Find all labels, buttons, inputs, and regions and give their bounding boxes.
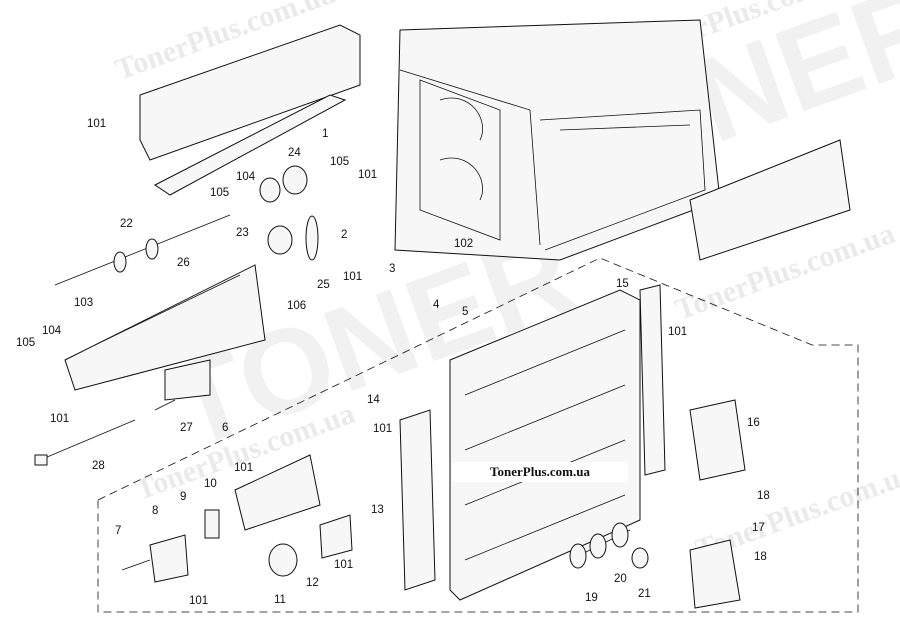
cable-28	[34, 419, 136, 466]
callout: 14	[367, 394, 380, 406]
callout: 103	[74, 297, 93, 309]
spring-7	[121, 559, 151, 571]
callout: 101	[50, 413, 69, 425]
callout: 105	[210, 187, 229, 199]
callout: 105	[16, 337, 35, 349]
callout-labels: 101 1 24 105 104 105 101 22 23 2 3 102 1…	[16, 118, 770, 607]
callout: 11	[274, 594, 286, 606]
callout: 22	[120, 218, 133, 230]
callout: 8	[152, 505, 158, 517]
bracket-17	[689, 539, 741, 609]
callout: 7	[115, 525, 121, 537]
callout: 101	[373, 423, 392, 435]
callout: 28	[92, 460, 105, 472]
top-cover-assembly	[139, 24, 361, 196]
callout: 25	[317, 279, 330, 291]
callout: 10	[204, 478, 217, 490]
callout: 23	[236, 227, 249, 239]
callout: 15	[616, 278, 629, 290]
callout: 6	[222, 422, 228, 434]
callout: 12	[306, 577, 319, 589]
assembly-boundary	[97, 257, 859, 613]
sheet-9	[204, 509, 220, 539]
callout: 105	[330, 156, 349, 168]
callout: 101	[189, 595, 208, 607]
callout: 26	[177, 257, 190, 269]
callout: 3	[389, 263, 395, 275]
callout: 4	[433, 299, 440, 311]
bracket-10	[234, 454, 321, 531]
callout: 2	[341, 229, 347, 241]
callout: 101	[334, 559, 353, 571]
callout: 21	[638, 588, 651, 600]
callout: 18	[757, 490, 770, 502]
gear-20	[631, 547, 649, 569]
callout: 16	[747, 417, 760, 429]
callout: 101	[343, 271, 362, 283]
bracket-12	[319, 514, 353, 559]
callout: 13	[371, 504, 384, 516]
shaft-22	[54, 214, 231, 286]
callout: 5	[462, 306, 468, 318]
main-frame	[394, 19, 851, 261]
guide-panel	[449, 289, 641, 601]
callout: 9	[180, 491, 186, 503]
site-label: TonerPlus.com.ua	[452, 462, 628, 482]
callout: 20	[614, 573, 627, 585]
callout: 17	[752, 522, 765, 534]
roller-19	[569, 522, 631, 569]
bracket-8	[149, 534, 189, 583]
callout: 106	[287, 300, 306, 312]
side-bracket	[689, 139, 851, 261]
callout: 104	[236, 171, 256, 183]
callout: 19	[585, 592, 598, 604]
callout: 101	[668, 326, 687, 338]
callout: 101	[87, 118, 106, 130]
plate-14	[399, 409, 436, 591]
callout: 18	[754, 551, 767, 563]
callout: 101	[358, 169, 377, 181]
callout: 24	[288, 147, 301, 159]
callout: 101	[234, 462, 253, 474]
plate-15	[639, 284, 666, 476]
bracket-16	[689, 399, 746, 481]
bracket-26	[64, 264, 266, 391]
callout: 102	[454, 238, 473, 250]
knob-11	[268, 543, 298, 577]
callout: 1	[322, 128, 328, 140]
callout: 27	[180, 422, 193, 434]
callout: 104	[42, 325, 62, 337]
motor-27	[154, 359, 211, 411]
gears	[259, 165, 319, 261]
